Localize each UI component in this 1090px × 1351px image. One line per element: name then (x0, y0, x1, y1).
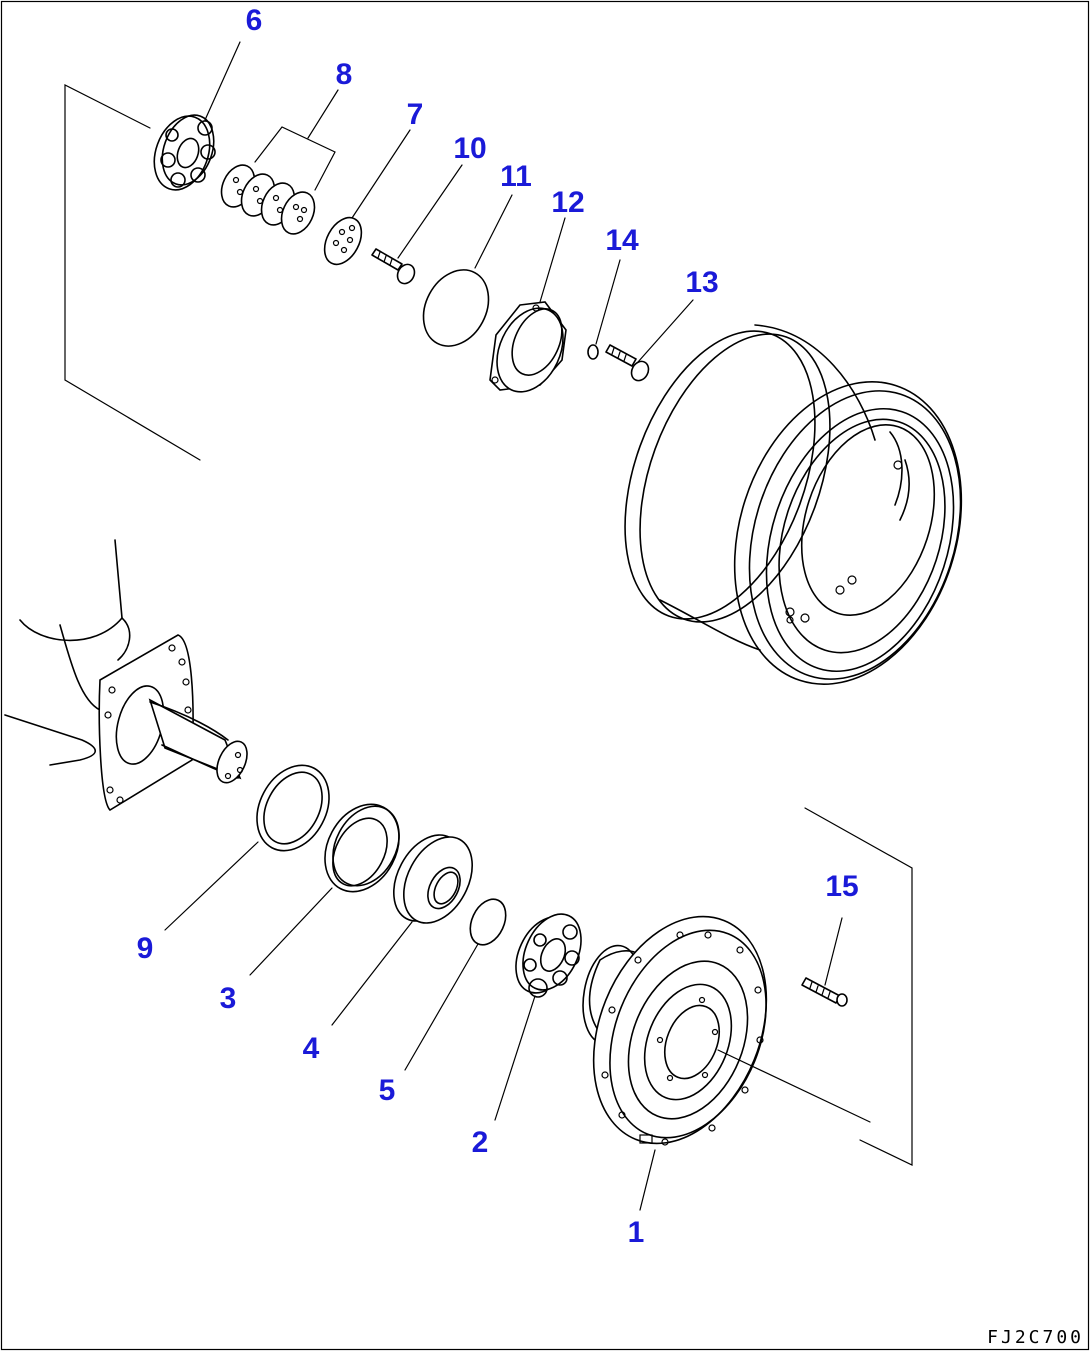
leader-10 (397, 164, 463, 259)
part-6-bearing-drawing (153, 114, 216, 191)
part-9-ring-drawing (256, 764, 330, 852)
leader-14 (595, 259, 621, 345)
part-8-shim-stack-drawing (220, 164, 316, 235)
leader-4 (331, 921, 413, 1026)
part-13-bolt-drawing (605, 344, 650, 382)
part-11-o-ring-drawing (422, 269, 490, 347)
part-label-7: 7 (407, 98, 424, 131)
axle-spindle-drawing (4, 539, 248, 812)
part-label-10: 10 (453, 132, 486, 165)
part-15-hub-bolt-drawing (801, 977, 848, 1007)
leader-5 (404, 943, 479, 1071)
part-label-11: 11 (500, 160, 532, 193)
drawing-reference-code: FJ2C700 (987, 1327, 1084, 1348)
upper-group-bracket (64, 84, 201, 461)
leader-3 (249, 887, 333, 976)
leader-1 (639, 1149, 656, 1211)
leader-11 (474, 194, 513, 269)
leader-9 (164, 841, 259, 931)
part-12-hub-cap-drawing (489, 301, 567, 393)
leader-2 (494, 995, 536, 1121)
lower-group-bracket (804, 807, 913, 1166)
part-label-15: 15 (825, 870, 858, 903)
part-4-oil-seal-drawing (393, 834, 473, 924)
leader-12 (539, 217, 566, 303)
part-label-8: 8 (336, 58, 353, 91)
part-8-bracket (254, 126, 336, 191)
part-label-5: 5 (379, 1074, 396, 1107)
leader-1-hub (717, 1049, 871, 1123)
part-label-9: 9 (137, 932, 154, 965)
part-1-wheel-hub-drawing (582, 915, 768, 1146)
part-labels: 6 8 7 10 11 12 14 13 9 3 4 5 2 1 15 (137, 4, 859, 1249)
part-3-seal-drawing (324, 803, 400, 893)
part-14-washer-drawing (587, 344, 599, 360)
leader-13 (637, 299, 694, 363)
leader-lines (164, 41, 871, 1211)
leader-6 (204, 41, 241, 121)
part-10-bolt-drawing (371, 248, 416, 285)
part-7-retainer-plate-drawing (323, 216, 363, 266)
part-label-1: 1 (628, 1216, 645, 1249)
part-label-12: 12 (551, 186, 584, 219)
leader-8 (307, 89, 339, 139)
leader-7 (351, 129, 411, 219)
wheel-rim-drawing (624, 324, 963, 685)
part-5-o-ring-drawing (469, 898, 507, 946)
part-label-14: 14 (605, 224, 639, 257)
part-label-4: 4 (303, 1032, 320, 1065)
leader-15 (824, 917, 843, 986)
part-2-bearing-drawing (515, 913, 582, 998)
part-label-6: 6 (246, 4, 263, 37)
part-label-13: 13 (685, 266, 718, 299)
part-label-2: 2 (472, 1126, 489, 1159)
part-label-3: 3 (220, 982, 237, 1015)
